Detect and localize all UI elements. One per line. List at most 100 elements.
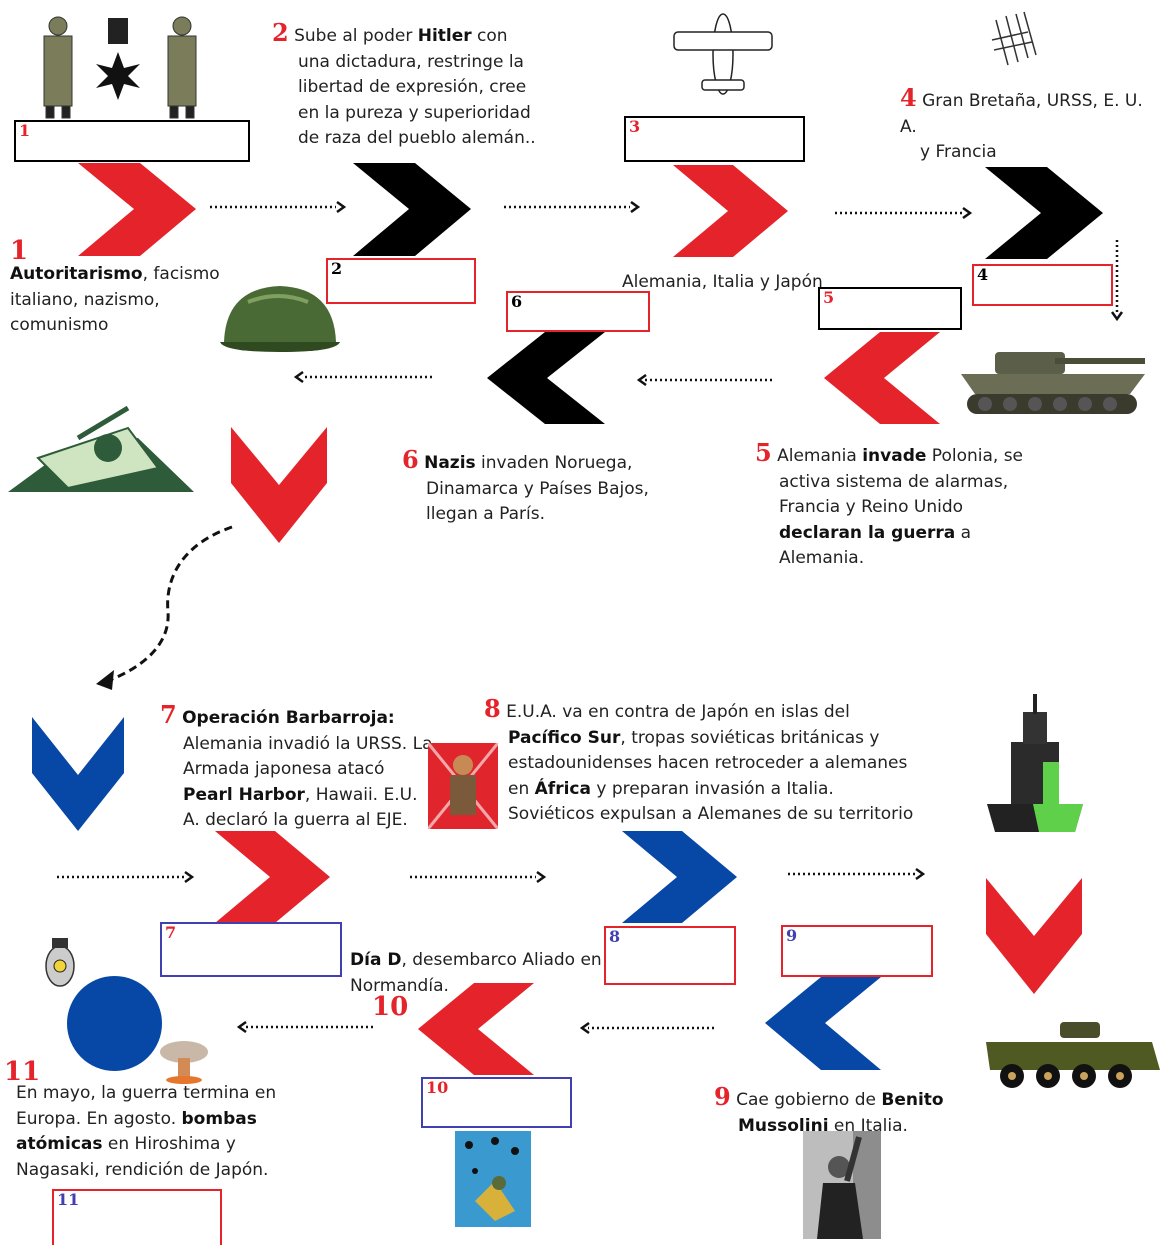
answer-box-3[interactable]: 3 <box>624 116 805 162</box>
text: Polonia, se <box>926 446 1024 466</box>
answer-box-number: 10 <box>426 1078 449 1097</box>
chevron-right-8 <box>622 831 737 923</box>
text: de raza del pueblo alemán.. <box>298 128 536 148</box>
item-1-text: 1 Autoritarismo, facismo italiano, nazis… <box>10 238 240 339</box>
chevron-left-10 <box>418 983 534 1075</box>
tank-icon <box>961 352 1145 414</box>
answer-box-number: 3 <box>629 117 641 136</box>
airplane-icon <box>673 13 773 95</box>
item-number: 5 <box>755 438 772 467</box>
answer-box-6[interactable]: 6 <box>506 291 650 332</box>
bold-term: Operación Barbarroja: <box>182 708 395 728</box>
answer-box-1[interactable]: 1 <box>14 120 250 162</box>
item-6-text: 6 Nazis invaden Noruega, Dinamarca y Paí… <box>402 447 672 528</box>
item-3-text: Alemania, Italia y Japón <box>622 272 823 292</box>
text: italiano, nazismo, <box>10 289 160 310</box>
text: en <box>508 778 535 799</box>
answer-box-9[interactable]: 9 <box>781 925 933 977</box>
text: , tropas soviéticas británicas y <box>620 727 880 748</box>
text: , Hawaii. E.U. <box>304 784 418 805</box>
bold-term: invade <box>862 446 927 466</box>
answer-box-2[interactable]: 2 <box>326 258 476 304</box>
text: en Italia. <box>828 1115 908 1136</box>
chevron-down-blue <box>32 717 124 831</box>
answer-box-8[interactable]: 8 <box>604 926 736 985</box>
answer-box-number: 8 <box>609 927 621 946</box>
item-9-text: 9 Cae gobierno de Benito Mussolini en It… <box>714 1084 964 1139</box>
chevron-right-7 <box>215 831 330 923</box>
bold-term: atómicas <box>16 1134 103 1154</box>
text: una dictadura, restringe la <box>298 51 524 72</box>
answer-box-number: 1 <box>19 121 31 140</box>
text: en Hiroshima y <box>102 1134 236 1154</box>
soldier-poster-icon <box>426 742 500 830</box>
chevron-right-4 <box>985 167 1103 259</box>
item-5-text: 5 Alemania invade Polonia, se activa sis… <box>755 440 1045 572</box>
answer-box-5[interactable]: 5 <box>818 287 962 330</box>
chevron-right-1 <box>78 163 196 256</box>
answer-box-number: 9 <box>786 926 798 945</box>
answer-box-number: 5 <box>823 288 835 307</box>
text: estadounidenses hacen retroceder a alema… <box>508 753 908 773</box>
battleship-icon <box>987 694 1083 832</box>
item-number: 8 <box>484 694 501 723</box>
text: Armada japonesa atacó <box>183 759 385 779</box>
text: Gran Bretaña, URSS, E. U. A. <box>900 91 1143 137</box>
answer-box-4[interactable]: 4 <box>972 264 1113 306</box>
answer-box-11[interactable]: 11 <box>52 1189 222 1245</box>
chevron-left-6 <box>487 332 605 424</box>
answer-box-number: 6 <box>511 292 523 311</box>
text: Nagasaki, rendición de Japón. <box>16 1159 269 1180</box>
bold-term: declaran la guerra <box>779 522 956 543</box>
chevron-right-3 <box>673 165 788 257</box>
item-2-text: 2 Sube al poder Hitler con una dictadura… <box>272 20 562 152</box>
text: invaden Noruega, <box>475 453 633 473</box>
text: activa sistema de alarmas, <box>779 471 1009 492</box>
armored-vehicle-icon <box>986 1022 1160 1088</box>
answer-box-number: 4 <box>977 265 989 284</box>
text: y Francia <box>920 142 997 162</box>
item-4-text: 4 Gran Bretaña, URSS, E. U. A. y Francia <box>900 85 1162 166</box>
item-number: 2 <box>272 18 289 47</box>
chevron-left-5 <box>824 332 940 424</box>
text: y preparan invasión a Italia. <box>590 778 834 799</box>
text: , desembarco Aliado en <box>401 950 602 970</box>
iron-cross-icon <box>96 18 140 100</box>
bold-term: Día D <box>350 950 402 970</box>
text: Soviéticos expulsan a Alemanes de su ter… <box>508 804 914 824</box>
item-8-text: 8 E.U.A. va en contra de Japón en islas … <box>484 696 924 828</box>
soldiers-saluting-icon <box>43 16 197 119</box>
tank-cartoon-icon <box>8 405 194 492</box>
marching-soldiers-icon <box>991 11 1037 66</box>
helmet-icon <box>220 286 340 352</box>
text: Alemania. <box>779 548 865 568</box>
chevron-down-red-2 <box>986 878 1082 994</box>
text: Alemania invadió la URSS. La <box>183 733 433 754</box>
text: En mayo, la guerra termina en <box>16 1083 277 1103</box>
text: llegan a París. <box>426 504 545 524</box>
answer-box-number: 7 <box>165 923 177 942</box>
item-number: 9 <box>714 1082 731 1111</box>
bold-term: Pacífico Sur <box>508 727 621 748</box>
text: Sube al poder <box>294 26 418 46</box>
text: comunismo <box>10 315 109 335</box>
item-11-text: En mayo, la guerra termina en Europa. En… <box>16 1081 286 1183</box>
bold-term: Mussolini <box>738 1115 829 1136</box>
bold-term: bombas <box>181 1108 257 1129</box>
text: , facismo <box>142 264 220 284</box>
chevron-down-red <box>231 427 327 543</box>
mushroom-cloud-icon <box>160 1041 208 1084</box>
bold-term: África <box>534 778 591 799</box>
item-number: 6 <box>402 445 419 474</box>
text: Dinamarca y Países Bajos, <box>426 478 649 499</box>
answer-box-number: 11 <box>57 1190 80 1209</box>
text: a <box>955 522 972 543</box>
answer-box-7[interactable]: 7 <box>160 922 342 977</box>
text: Alemania <box>777 446 863 466</box>
answer-box-10[interactable]: 10 <box>421 1077 572 1128</box>
item-11-number: 11 <box>4 1057 41 1087</box>
item-number: 7 <box>160 700 177 729</box>
chevron-left-9 <box>765 977 881 1070</box>
answer-box-number: 2 <box>331 259 343 278</box>
bold-term: Autoritarismo <box>10 264 143 284</box>
